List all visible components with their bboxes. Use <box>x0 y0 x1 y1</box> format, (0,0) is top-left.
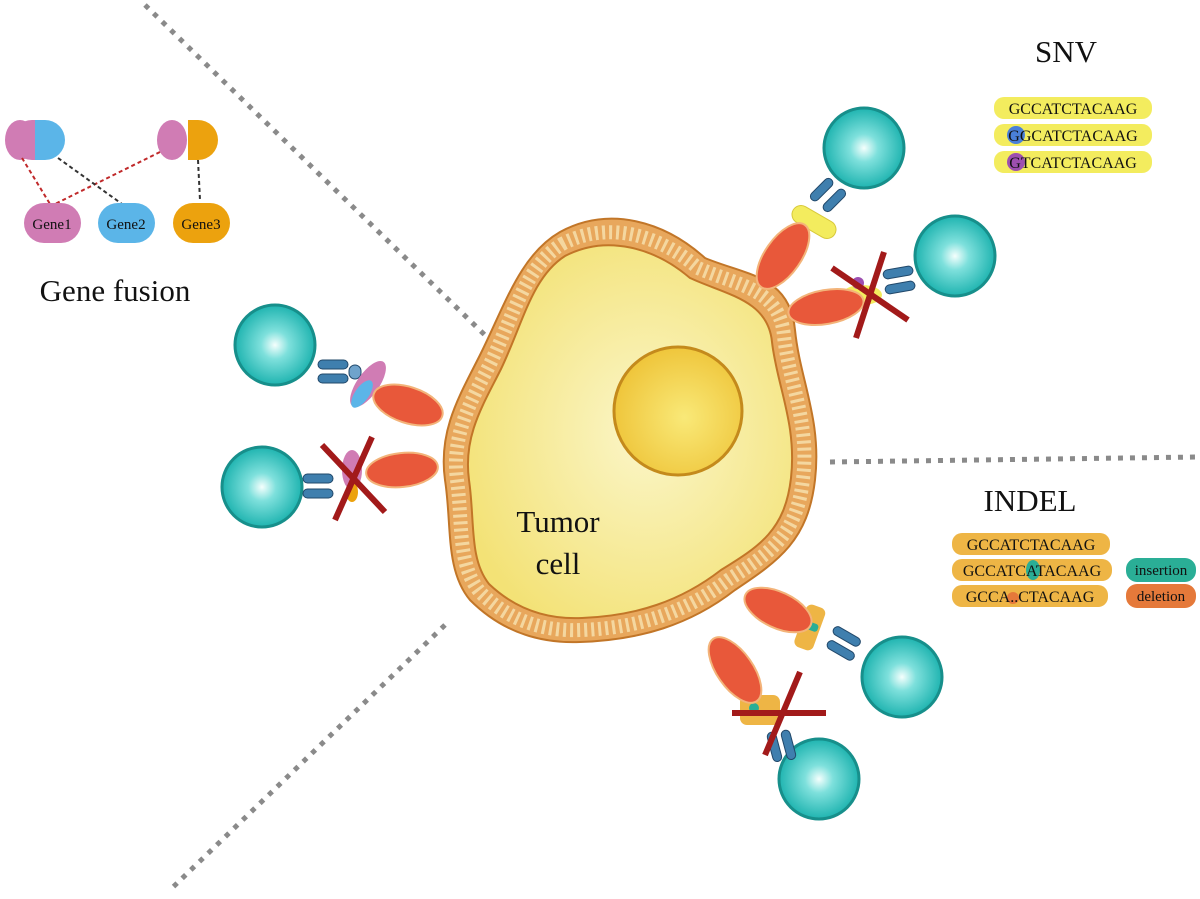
mhc-molecule <box>365 451 439 489</box>
cell-membrane-pattern <box>449 225 812 638</box>
indel-title: INDEL <box>984 483 1077 518</box>
tcr-receptor <box>809 177 847 213</box>
mhc-molecule <box>707 636 763 704</box>
gene1-label: Gene1 <box>32 217 71 233</box>
mhc-molecule <box>743 586 813 634</box>
synapse-left-lower <box>220 435 439 529</box>
tcr-receptor <box>302 473 334 499</box>
gene-fusion-title: Gene fusion <box>40 273 191 308</box>
gene2-label: Gene2 <box>106 217 145 233</box>
snv-sequence-2: GGCATCTACAAG <box>1008 128 1138 145</box>
snv-title: SNV <box>1035 34 1098 69</box>
divider-upper-left <box>143 3 492 342</box>
blocked-cross <box>732 670 826 757</box>
tumor-cell: Tumor cell <box>442 217 818 644</box>
deletion-label: deletion <box>1137 589 1186 605</box>
gene3-label: Gene3 <box>181 217 220 233</box>
synapse-right-upper-1 <box>755 106 906 290</box>
fusion-product-gene1-gene3 <box>157 120 218 160</box>
blocked-cross <box>830 251 910 339</box>
divider-right <box>829 454 1199 465</box>
mhc-molecule <box>755 222 811 290</box>
insertion-marker <box>1026 560 1040 580</box>
synapse-right-upper-2 <box>787 214 997 339</box>
gene3-node: Gene3 <box>173 203 230 243</box>
fusion-product-gene1-gene2 <box>5 120 65 160</box>
gene2-node: Gene2 <box>98 203 155 243</box>
divider-lower-left <box>168 623 447 892</box>
mhc-molecule <box>787 288 865 326</box>
tcr-receptor <box>826 626 861 661</box>
snv-mutation-marker-blue <box>1007 126 1025 144</box>
snv-panel: SNV GCCATCTACAAG GGCATCTACAAG GTCATCTACA… <box>994 34 1152 173</box>
t-cell <box>777 737 861 821</box>
synapse-right-lower-1 <box>743 586 944 719</box>
fusion-peptide-blue <box>351 380 373 408</box>
fusion-links <box>21 151 201 205</box>
tcr-receptor <box>882 265 916 295</box>
t-cell <box>822 106 906 190</box>
snv-sequence-1: GCCATCTACAAG <box>1009 101 1138 118</box>
nucleus <box>612 345 744 477</box>
indel-sequence-3: GCCA..CTACAAG <box>966 589 1095 606</box>
deletion-marker <box>1007 592 1019 604</box>
indel-sequence-1: GCCATCTACAAG <box>967 537 1096 554</box>
cell-label-line1: Tumor <box>516 504 600 539</box>
blocked-cross <box>319 435 388 522</box>
snv-sequence-3: GTCATCTACAAG <box>1009 155 1137 172</box>
synapse-right-lower-2 <box>707 636 861 821</box>
section-dividers <box>143 3 1199 892</box>
synapse-left-upper <box>233 303 444 427</box>
t-cell <box>233 303 317 387</box>
gene1-node: Gene1 <box>24 203 81 243</box>
gene-fusion-panel: Gene1 Gene2 Gene3 Gene fusion <box>5 120 230 308</box>
cell-label-line2: cell <box>536 546 581 581</box>
t-cell <box>860 635 944 719</box>
tcr-receptor <box>317 359 362 384</box>
t-cell <box>913 214 997 298</box>
snv-mutation-marker-purple <box>1007 153 1025 171</box>
indel-sequence-2: GCCATCATACAAG <box>963 563 1102 580</box>
insertion-label: insertion <box>1135 563 1188 579</box>
mhc-molecule <box>372 383 444 427</box>
t-cell <box>220 445 304 529</box>
indel-panel: INDEL GCCATCTACAAG GCCATCATACAAG GCCA..C… <box>952 483 1196 608</box>
